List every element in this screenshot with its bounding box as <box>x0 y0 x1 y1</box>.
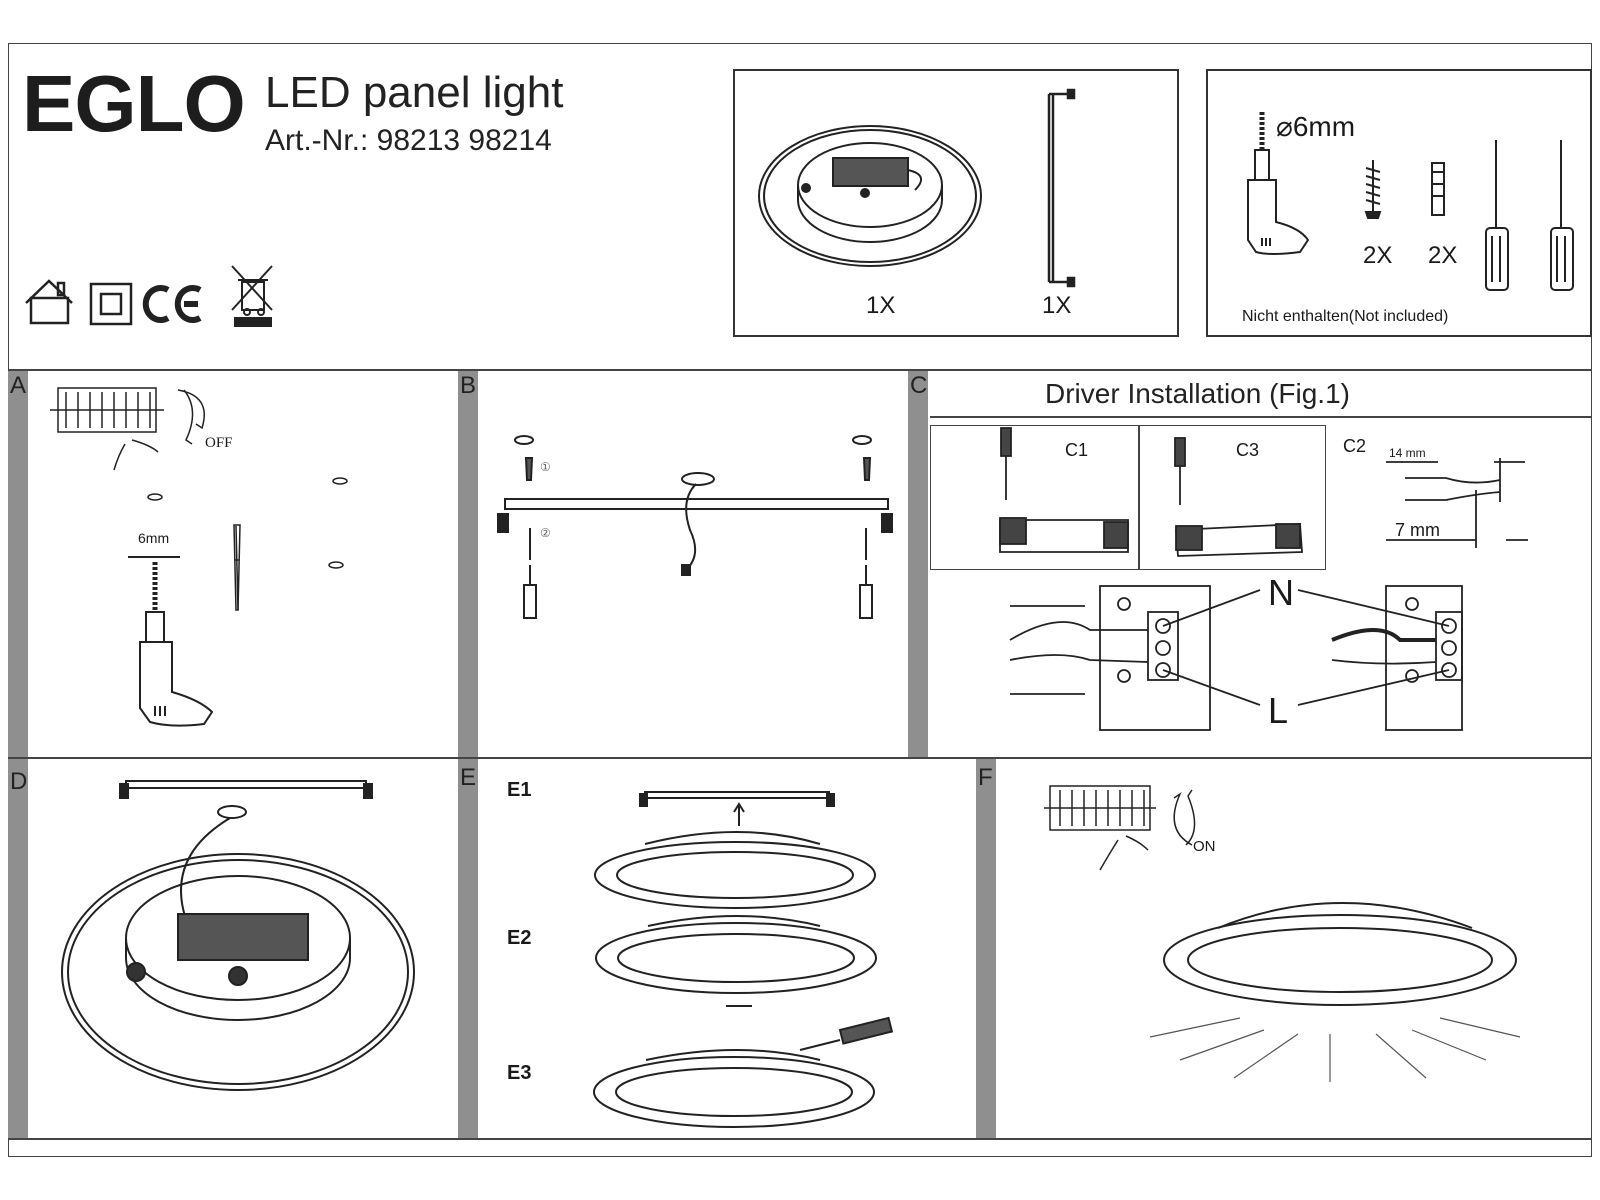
screws-quantity: 2X <box>1363 242 1393 269</box>
strip-length-14: 14 mm <box>1389 446 1426 460</box>
sidebar-d <box>8 759 28 1138</box>
neutral-label: N <box>1268 572 1294 613</box>
section-letter-d: D <box>10 768 28 795</box>
c3-label: C3 <box>1236 440 1260 460</box>
driver-installation-title: Driver Installation (Fig.1) <box>1045 378 1350 409</box>
not-included-note: Nicht enthalten(Not included) <box>1242 308 1449 325</box>
product-title: LED panel light <box>265 68 564 117</box>
drill-size-a: 6mm <box>138 530 170 546</box>
panel-quantity: 1X <box>866 292 896 319</box>
footer-divider <box>8 1138 1592 1140</box>
strip-length-7: 7 mm <box>1395 520 1440 540</box>
c-sub-divider <box>1138 425 1140 570</box>
sidebar-e <box>458 759 478 1138</box>
c2-label: C2 <box>1343 436 1367 456</box>
c1-label: C1 <box>1065 440 1089 460</box>
section-letter-f: F <box>978 764 993 791</box>
off-label: OFF <box>205 435 233 451</box>
brand-logo: EGLO <box>22 59 246 148</box>
c-title-underline <box>930 416 1592 418</box>
live-label: L <box>1268 690 1289 731</box>
sidebar-a <box>8 371 28 757</box>
on-label: ON <box>1193 838 1216 855</box>
section-letter-a: A <box>10 372 27 399</box>
contents-box <box>733 69 1179 337</box>
tools-box <box>1206 69 1592 337</box>
plugs-quantity: 2X <box>1428 242 1458 269</box>
c-sub-panels <box>930 425 1326 570</box>
bracket-quantity: 1X <box>1042 292 1072 319</box>
drill-bit-size: ⌀6mm <box>1276 111 1356 142</box>
b-step-2: ② <box>540 526 551 540</box>
e3-label: E3 <box>507 1062 532 1084</box>
b-step-1: ① <box>540 460 551 474</box>
sidebar-b <box>458 371 478 757</box>
section-letter-e: E <box>460 764 477 791</box>
row-divider <box>8 757 1592 759</box>
section-letter-b: B <box>460 372 477 399</box>
e2-label: E2 <box>507 927 532 949</box>
article-number: Art.-Nr.: 98213 98214 <box>265 124 552 157</box>
sidebar-c <box>908 371 928 757</box>
header-divider <box>8 369 1592 371</box>
section-letter-c: C <box>910 372 928 399</box>
sidebar-f <box>976 759 996 1138</box>
e1-label: E1 <box>507 779 532 801</box>
